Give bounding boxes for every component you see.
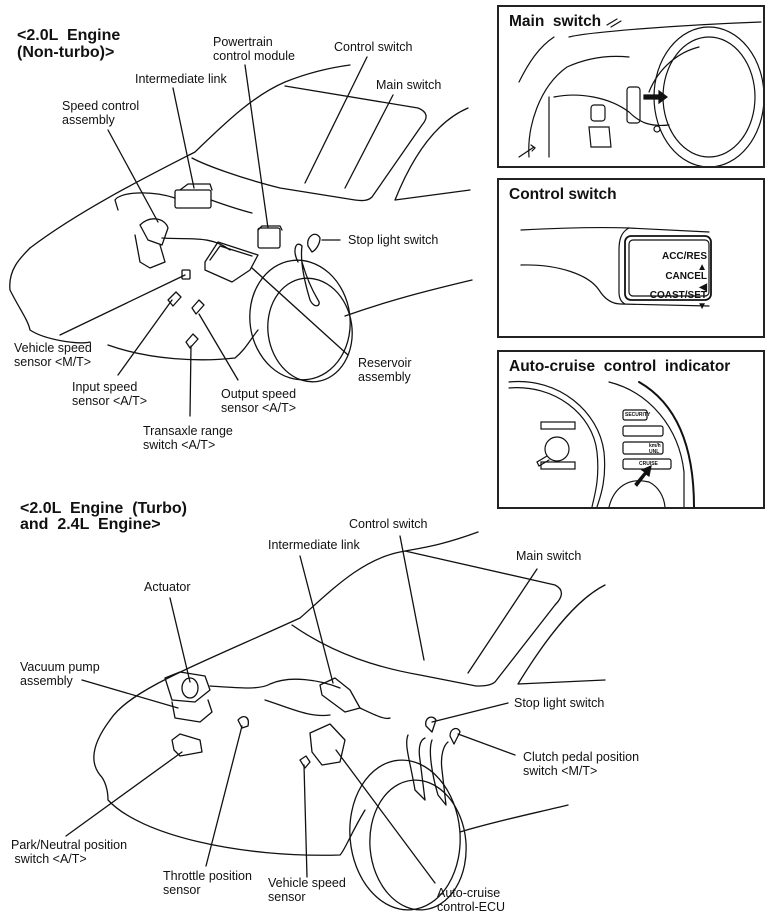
label-powertrain-control-module: Powertrain control module	[213, 35, 295, 63]
top-intermediate-link-body	[114, 183, 253, 214]
label-input-speed-sensor: Input speed sensor <A/T>	[72, 380, 148, 408]
panel-auto-cruise-indicator: Auto-cruise control indicator SECURITY k…	[497, 350, 765, 509]
label-reservoir-assembly: Reservoir assembly	[358, 356, 412, 384]
label-vacuum-pump-assembly: Vacuum pump assembly	[20, 660, 100, 688]
top-rear-roofline	[394, 107, 471, 201]
top-diagram-title-line1: <2.0L Engine	[17, 27, 121, 44]
label-output-speed-sensor: Output speed sensor <A/T>	[221, 387, 297, 415]
label-auto-cruise-ecu: Auto-cruise control-ECU	[437, 886, 506, 914]
bottom-vacuum-pump-body	[171, 699, 213, 723]
top-reservoir-body	[204, 241, 259, 283]
label-throttle-position-sensor: Throttle position sensor	[163, 869, 252, 897]
top-windshield	[191, 85, 427, 202]
panel-main-switch-title: Main switch	[509, 13, 602, 30]
label-intermediate-link-bottom: Intermediate link	[268, 538, 360, 552]
bottom-diagram-title-line2: and 2.4L Engine>	[20, 516, 161, 533]
label-transaxle-range-switch: Transaxle range switch <A/T>	[143, 424, 233, 452]
bottom-wheel-inner	[369, 779, 467, 911]
bottom-car-hood-outline	[109, 531, 479, 721]
panel-control-switch: Control switch ACC/RES ▲ CANCEL ◀ COAST/…	[497, 178, 765, 338]
bottom-pedals	[406, 734, 449, 806]
bottom-wheel-outer	[349, 759, 461, 911]
top-car-hood-outline	[29, 64, 351, 249]
unit-lamp: km/h UNL	[649, 443, 661, 455]
up-triangle-icon: ▲	[697, 262, 707, 273]
acc-res-button[interactable]: ACC/RES ▲	[651, 240, 707, 284]
label-main-switch-top: Main switch	[376, 78, 442, 92]
bottom-rear-body-line	[459, 804, 569, 833]
top-sensors	[167, 269, 205, 349]
panel-main-switch: Main switch	[497, 5, 765, 168]
bottom-ecu-body	[309, 723, 346, 766]
label-control-switch-bottom: Control switch	[349, 517, 428, 531]
panel-indicator-title: Auto-cruise control indicator	[509, 358, 731, 375]
label-control-switch-top: Control switch	[334, 40, 413, 54]
label-main-switch-bottom: Main switch	[516, 549, 582, 563]
cancel-label: CANCEL	[665, 271, 707, 282]
bottom-windshield	[291, 550, 563, 687]
bottom-actuator-body	[164, 671, 341, 703]
label-vehicle-speed-sensor-bottom: Vehicle speed sensor	[268, 876, 346, 904]
left-triangle-icon: ◀	[699, 282, 707, 293]
bottom-sensors	[171, 715, 461, 769]
security-lamp: SECURITY	[625, 412, 651, 418]
label-actuator: Actuator	[144, 580, 191, 594]
label-speed-control-assembly: Speed control assembly	[62, 99, 140, 127]
top-wheel-inner	[267, 277, 353, 383]
top-stop-light-switch-body	[307, 233, 321, 253]
top-rear-body-line	[344, 279, 473, 317]
bottom-intermediate-link-body	[264, 677, 391, 720]
label-vehicle-speed-sensor-mt: Vehicle speed sensor <M/T>	[14, 341, 92, 369]
label-stop-light-switch-bottom: Stop light switch	[514, 696, 605, 710]
coast-set-label: COAST/SET	[649, 290, 707, 301]
main-switch-arrow-icon	[643, 89, 668, 105]
bottom-diagram-title-line1: <2.0L Engine (Turbo)	[20, 500, 187, 517]
bottom-front-bumper	[93, 719, 366, 856]
label-stop-light-switch-top: Stop light switch	[348, 233, 439, 247]
instrument-cluster-illustration	[508, 380, 695, 507]
cruise-lamp: CRUISE	[639, 461, 658, 467]
bottom-rear-roofline	[517, 584, 606, 685]
stalk-illustration	[520, 227, 712, 307]
top-leader-lines	[59, 56, 394, 417]
top-pcm-body	[257, 225, 283, 249]
panel-control-switch-title: Control switch	[509, 186, 617, 203]
bottom-leader-lines	[65, 535, 538, 884]
label-park-neutral-position-switch: Park/Neutral position switch <A/T>	[11, 838, 128, 866]
acc-res-label: ACC/RES	[661, 251, 707, 262]
top-diagram-title-line2: (Non-turbo)>	[17, 44, 115, 61]
coast-set-button[interactable]: COAST/SET ▼	[639, 279, 707, 323]
cancel-button[interactable]: CANCEL ◀	[654, 260, 707, 304]
dashboard-illustration	[518, 18, 763, 166]
indicator-arrow-icon	[634, 464, 652, 487]
down-triangle-icon: ▼	[697, 301, 707, 312]
label-clutch-pedal-position-switch: Clutch pedal position switch <M/T>	[523, 750, 640, 778]
top-speed-control-assembly-body	[134, 218, 231, 269]
top-front-bumper	[9, 247, 91, 344]
top-brake-pedal	[294, 243, 320, 307]
label-intermediate-link-top: Intermediate link	[135, 72, 227, 86]
